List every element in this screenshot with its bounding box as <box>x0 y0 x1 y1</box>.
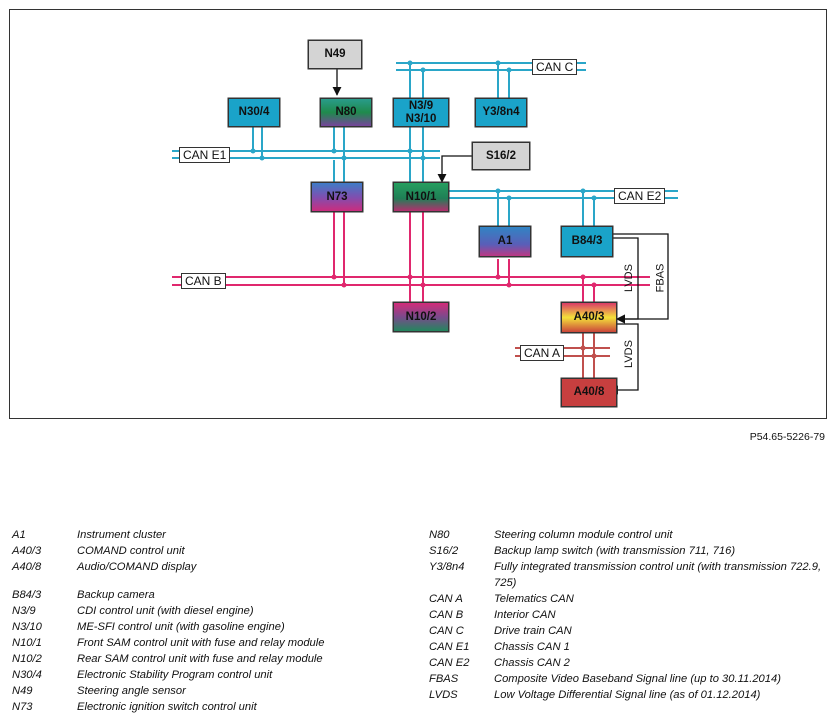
legend-row: N30/4 Electronic Stability Program contro… <box>12 667 412 683</box>
legend-row: CAN A Telematics CAN <box>429 591 825 607</box>
legend-code: N80 <box>429 529 450 541</box>
can-e2-label: CAN E2 <box>614 188 666 204</box>
module-n80: N80 <box>320 98 372 127</box>
legend-desc: Audio/COMAND display <box>77 561 197 573</box>
can-e1-label: CAN E1 <box>179 147 231 163</box>
legend-desc: Steering angle sensor <box>77 685 186 697</box>
legend-code: CAN A <box>429 593 463 605</box>
legend-code: N49 <box>12 685 33 697</box>
legend-row: A40/3 COMAND control unit <box>12 543 412 559</box>
legend-code: N3/9 <box>12 605 36 617</box>
legend-desc: Composite Video Baseband Signal line (up… <box>494 673 781 685</box>
legend-code: N3/10 <box>12 621 42 633</box>
legend-code: N73 <box>12 701 33 713</box>
legend-row: CAN E1 Chassis CAN 1 <box>429 639 825 655</box>
legend-code: N10/2 <box>12 653 42 665</box>
legend-left: A1 Instrument cluster A40/3 COMAND control… <box>12 527 412 715</box>
legend-code: S16/2 <box>429 545 459 557</box>
legend-row: N3/10 ME-SFI control unit (with gasoline … <box>12 619 412 635</box>
can-c-label: CAN C <box>532 59 578 75</box>
can-a-label: CAN A <box>520 345 565 361</box>
legend-row: Y3/8n4 Fully integrated transmission cont… <box>429 559 825 591</box>
module-n30-4: N30/4 <box>228 98 280 127</box>
legend-desc: Fully integrated transmission control un… <box>494 561 822 589</box>
lvds-upper-label: LVDS <box>622 264 635 292</box>
legend-row: CAN E2 Chassis CAN 2 <box>429 655 825 671</box>
document-reference: P54.65-5226-79 <box>749 431 825 443</box>
diagram-wiring <box>172 39 678 408</box>
legend-desc: Rear SAM control unit with fuse and rela… <box>77 653 323 665</box>
legend-desc: ME-SFI control unit (with gasoline engin… <box>77 621 285 633</box>
lvds-lower-label: LVDS <box>622 340 635 368</box>
module-a1: A1 <box>479 226 531 257</box>
legend-code: B84/3 <box>12 589 42 601</box>
legend-desc: Backup camera <box>77 589 155 601</box>
module-b84-3: B84/3 <box>561 226 613 257</box>
legend-desc: Low Voltage Differential Signal line (as… <box>494 689 761 701</box>
module-n10-1: N10/1 <box>393 182 449 212</box>
legend-code: N30/4 <box>12 669 42 681</box>
module-n10-2: N10/2 <box>393 302 449 332</box>
legend-desc: Chassis CAN 1 <box>494 641 570 653</box>
legend-desc: Backup lamp switch (with transmission 71… <box>494 545 736 557</box>
legend-row: N49 Steering angle sensor <box>12 683 412 699</box>
legend-right: N80 Steering column module control unit S… <box>429 527 825 703</box>
legend-row: CAN C Drive train CAN <box>429 623 825 639</box>
legend-row: A1 Instrument cluster <box>12 527 412 543</box>
signal-arrows <box>332 69 669 395</box>
legend-row: N80 Steering column module control unit <box>429 527 825 543</box>
module-a40-8: A40/8 <box>561 378 617 407</box>
legend-desc: CDI control unit (with diesel engine) <box>77 605 254 617</box>
legend-row: S16/2 Backup lamp switch (with transmissi… <box>429 543 825 559</box>
legend-row: N10/2 Rear SAM control unit with fuse and… <box>12 651 412 667</box>
module-n3-9-label: N3/9 <box>408 99 434 112</box>
legend-row: CAN B Interior CAN <box>429 607 825 623</box>
legend-row: N3/9 CDI control unit (with diesel engine… <box>12 603 412 619</box>
legend-desc: Chassis CAN 2 <box>494 657 570 669</box>
legend-row: LVDS Low Voltage Differential Signal line… <box>429 687 825 703</box>
module-n3-9-n3-10: N3/9 N3/10 <box>393 98 449 127</box>
can-b-label: CAN B <box>181 273 226 289</box>
legend-code: A40/3 <box>12 545 42 557</box>
legend-desc: Front SAM control unit with fuse and rel… <box>77 637 325 649</box>
legend-row: N10/1 Front SAM control unit with fuse an… <box>12 635 412 651</box>
legend-code: N10/1 <box>12 637 42 649</box>
legend-desc: Telematics CAN <box>494 593 574 605</box>
module-s16-2: S16/2 <box>472 142 530 170</box>
legend-row: B84/3 Backup camera <box>12 587 412 603</box>
can-b-bus <box>172 212 650 302</box>
module-n73: N73 <box>311 182 363 212</box>
module-n3-10-label: N3/10 <box>405 112 437 125</box>
fbas-label: FBAS <box>654 263 667 293</box>
module-y3-8n4: Y3/8n4 <box>475 98 527 127</box>
legend-code: CAN E1 <box>429 641 470 653</box>
legend-desc: COMAND control unit <box>77 545 185 557</box>
legend-code: CAN B <box>429 609 464 621</box>
legend-code: A40/8 <box>12 561 42 573</box>
legend-code: CAN E2 <box>429 657 470 669</box>
legend-code: FBAS <box>429 673 459 685</box>
legend-desc: Electronic ignition switch control unit <box>77 701 257 713</box>
legend-desc: Electronic Stability Program control uni… <box>77 669 273 681</box>
legend-code: Y3/8n4 <box>429 561 465 573</box>
legend-row: A40/8 Audio/COMAND display <box>12 559 412 575</box>
legend-desc: Steering column module control unit <box>494 529 673 541</box>
legend-desc: Interior CAN <box>494 609 556 621</box>
module-a40-3: A40/3 <box>561 302 617 333</box>
network-diagram: N49 N80 N30/4 N3/9 N3/10 Y3/8n4 S16/2 N7… <box>9 9 827 419</box>
legend-code: CAN C <box>429 625 464 637</box>
bus-junctions <box>250 60 597 201</box>
legend-row: FBAS Composite Video Baseband Signal line… <box>429 671 825 687</box>
legend-code: LVDS <box>429 689 458 701</box>
module-n49: N49 <box>308 40 362 69</box>
legend-desc: Instrument cluster <box>77 529 166 541</box>
legend-row: N73 Electronic ignition switch control un… <box>12 699 412 715</box>
legend-desc: Drive train CAN <box>494 625 572 637</box>
legend-code: A1 <box>12 529 26 541</box>
